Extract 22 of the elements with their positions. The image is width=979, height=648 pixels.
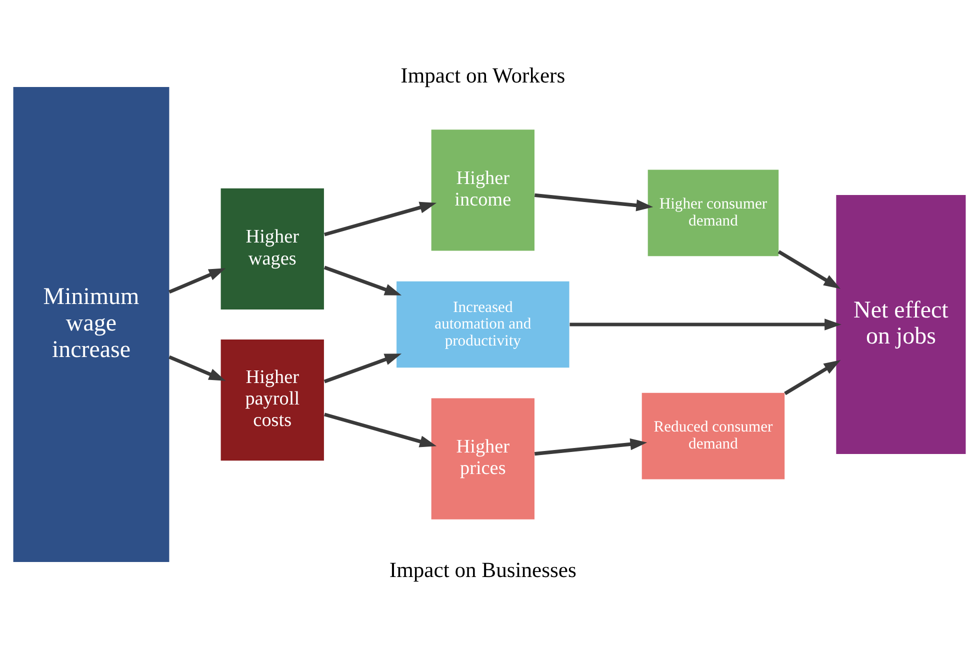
label: Impact on Workers <box>400 63 566 88</box>
node-box: Higher wages <box>220 188 324 309</box>
arrow <box>168 268 226 294</box>
node-box: Higher income <box>431 129 534 250</box>
arrow <box>570 318 842 330</box>
arrow <box>324 353 402 383</box>
arrow <box>324 265 402 295</box>
node-box: Higher prices <box>431 398 534 519</box>
label: Impact on Businesses <box>389 557 576 582</box>
node-box: Increased automation and productivity <box>396 280 570 368</box>
arrow <box>784 360 841 395</box>
node-box: Higher consumer demand <box>648 169 779 256</box>
arrow <box>778 250 841 288</box>
arrow <box>534 192 654 211</box>
node-box: Reduced consumer demand <box>642 392 785 479</box>
arrow <box>324 412 437 447</box>
node-box: Minimum wage increase <box>13 86 170 562</box>
node-box: Higher payroll costs <box>220 339 324 460</box>
arrow <box>324 201 437 236</box>
arrow <box>168 354 226 380</box>
node-box: Net effect on jobs <box>836 194 966 454</box>
arrow <box>534 438 648 456</box>
